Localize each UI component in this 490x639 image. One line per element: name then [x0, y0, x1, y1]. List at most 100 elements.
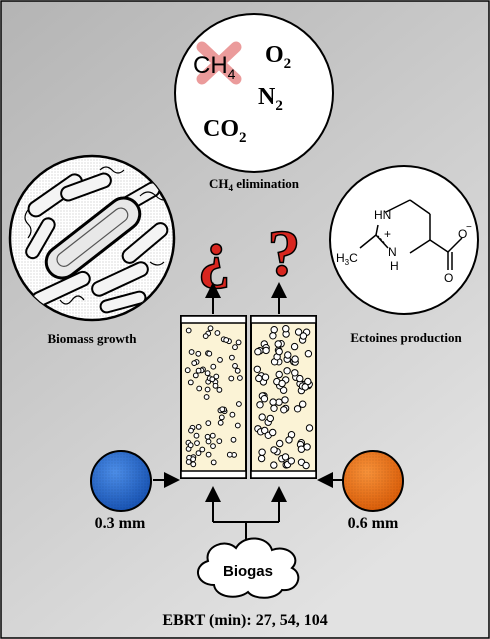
packing-particle [234, 422, 241, 429]
packing-particle [290, 342, 299, 351]
ectoine-hn: HN [374, 208, 391, 222]
packing-particle [262, 346, 270, 355]
packing-particle [210, 443, 216, 450]
packing-particle [184, 367, 191, 374]
packing-particle [193, 432, 200, 439]
size-right-label: 0.6 mm [348, 515, 399, 532]
packing-particle [257, 454, 266, 463]
packing-particle [210, 459, 217, 466]
packing-particle [269, 428, 277, 437]
packing-particle [213, 373, 220, 380]
biomass-growth-label: Biomass growth [48, 331, 138, 346]
packing-particle [192, 372, 199, 379]
ectoines-production-label: Ectoines production [350, 330, 462, 345]
packing-particle [283, 367, 291, 375]
packing-particle [195, 424, 202, 430]
biogas-cloud [197, 537, 300, 599]
packing-particle [187, 442, 194, 449]
packing-particle [223, 337, 230, 343]
packing-particle [230, 436, 237, 443]
packing-particle [270, 461, 278, 469]
packing-particle [212, 382, 219, 389]
ectoine-o-top: O [458, 227, 467, 241]
packing-particle [266, 414, 274, 423]
packing-particle [235, 339, 242, 346]
packing-particle [302, 461, 310, 470]
ectoine-n: N [388, 245, 397, 259]
packing-particle [188, 427, 194, 434]
packing-particle [195, 450, 202, 457]
packing-particle [269, 398, 277, 406]
gas-circle [174, 13, 334, 173]
packing-particle [187, 379, 194, 386]
ch4-elimination-label: CH4 elimination [209, 176, 300, 193]
packing-particle [199, 446, 206, 453]
packing-particle [296, 374, 304, 383]
packing-particle [190, 461, 197, 468]
packing-particle [232, 344, 238, 351]
packing-particle [293, 405, 302, 413]
packing-particle [281, 453, 290, 461]
packing-particle [270, 326, 278, 334]
packing-particle [278, 379, 286, 388]
ectoine-plus: + [384, 227, 391, 241]
packing-particle [216, 387, 223, 393]
packing-particle [270, 404, 278, 412]
packing-particle [303, 443, 311, 451]
packing-particle [261, 373, 270, 381]
packing-particle [210, 363, 217, 370]
packing-particle [195, 367, 202, 374]
packing-particle [195, 350, 202, 357]
packing-particle [270, 446, 278, 454]
packing-particle [226, 451, 233, 458]
packing-particle [275, 370, 283, 379]
size-left-label: 0.3 mm [95, 515, 146, 532]
biomass-illustration [8, 154, 176, 322]
packing-particle [256, 401, 264, 409]
gas-o2: O2 [265, 42, 291, 72]
packing-particle [281, 396, 289, 404]
packing-particle [185, 327, 192, 334]
ebrt-label: EBRT (min): 27, 54, 104 [162, 612, 327, 629]
packing-particle [275, 347, 283, 356]
packing-particle [203, 394, 210, 400]
packing-particle [209, 432, 216, 439]
packing-particle [284, 351, 292, 359]
packing-particle [232, 363, 238, 369]
ectoine-circle [329, 165, 479, 315]
packing-particle [258, 413, 266, 421]
packing-particle [218, 414, 225, 421]
packing-particle [205, 451, 212, 458]
packing-particle [207, 325, 214, 332]
packing-particle [274, 340, 282, 348]
ectoine-h: H [390, 259, 399, 273]
packing-particle [217, 357, 223, 363]
ch4-cross-icon [196, 41, 242, 85]
packing-particle [204, 433, 211, 440]
right-column [250, 315, 317, 479]
packing-particle [194, 440, 200, 447]
packing-particle [185, 459, 192, 465]
packing-particle [299, 400, 307, 408]
packing-particle [209, 376, 216, 383]
packing-particle [291, 369, 299, 377]
packing-particle [304, 350, 313, 358]
packing-particle [236, 401, 242, 407]
ectoine-molecule [359, 199, 463, 270]
packing-particle [255, 374, 263, 383]
packing-particle [301, 383, 309, 391]
packing-particle [237, 375, 243, 381]
packing-particle [260, 395, 269, 403]
packing-particle [216, 438, 223, 445]
packing-particle [205, 420, 212, 427]
gas-n2: N2 [258, 84, 283, 114]
question-mark: ? [268, 217, 301, 290]
packing-particle [217, 419, 224, 426]
left-column [180, 315, 247, 479]
packing-particle [229, 411, 236, 418]
packing-particle [285, 436, 293, 444]
packing-particle [202, 333, 209, 340]
packing-particle [205, 438, 212, 445]
